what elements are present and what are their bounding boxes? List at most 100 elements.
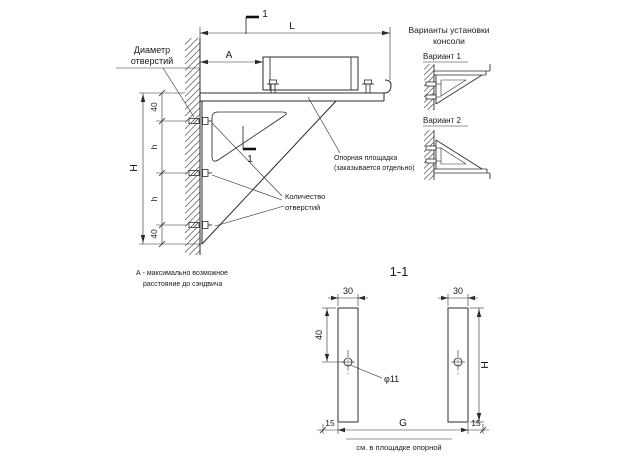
callout-leader bbox=[211, 174, 283, 201]
dim-tick bbox=[479, 426, 487, 434]
gusset-plate bbox=[201, 100, 337, 245]
section-footnote: см. в площадке опорной bbox=[346, 438, 452, 452]
wall-anchor bbox=[188, 117, 212, 125]
dim-h-lower-label: h bbox=[149, 196, 159, 201]
anchor-bolt bbox=[425, 145, 437, 151]
dim-L-label: L bbox=[289, 21, 295, 32]
hole-diameter-label-line2: отверстий bbox=[131, 56, 173, 66]
section-mark-label: 1 bbox=[262, 9, 268, 20]
arrow bbox=[255, 59, 263, 65]
arrow bbox=[331, 295, 338, 301]
section-cut-mark-top: 1 bbox=[245, 9, 268, 34]
arrow bbox=[476, 413, 482, 421]
variant1-label: Вариант 1 bbox=[423, 52, 461, 61]
gusset-cutout bbox=[440, 79, 467, 97]
variant2-drawing bbox=[423, 129, 491, 181]
dim-tick bbox=[158, 169, 166, 177]
arrow bbox=[324, 309, 330, 316]
dim-30-left: 30 bbox=[328, 286, 368, 306]
dim-H-section-label: H bbox=[479, 361, 491, 369]
dim-tick bbox=[158, 117, 166, 125]
main-elevation-view: Диаметр отверстий L A 1 bbox=[116, 9, 415, 288]
anchor-bolt bbox=[425, 158, 437, 164]
hole-diameter-callout: Диаметр отверстий bbox=[116, 45, 200, 118]
section-mark-label: 1 bbox=[247, 154, 253, 165]
dim-30-right-label: 30 bbox=[453, 286, 463, 296]
dim-30-right: 30 bbox=[438, 286, 478, 306]
callout-leader bbox=[211, 122, 283, 197]
dim-chain-vertical: 40 h h 40 bbox=[139, 89, 202, 248]
arrow bbox=[324, 354, 330, 361]
arrow bbox=[441, 295, 448, 301]
dim-H-section: H bbox=[470, 307, 491, 423]
dim-bottom: 15 G 15 bbox=[317, 418, 489, 434]
platform-callout: Опорная площадка (заказывается отдельно) bbox=[307, 96, 415, 172]
arrow bbox=[338, 427, 345, 433]
variant1-drawing bbox=[423, 63, 491, 111]
variant2-label: Вариант 2 bbox=[423, 116, 461, 125]
callout-leader bbox=[162, 67, 195, 118]
variant2-wall-hatch bbox=[423, 129, 435, 181]
arrow bbox=[358, 295, 365, 301]
hole-diameter-dim: φ11 bbox=[349, 364, 399, 384]
arrow bbox=[200, 59, 208, 65]
arrow bbox=[468, 295, 475, 301]
footnote-line1: А - максимально возможное bbox=[136, 270, 228, 277]
holes-count-callout: Количество отверстий bbox=[211, 122, 325, 227]
arrow bbox=[461, 427, 468, 433]
platform-callout-line1: Опорная площадка bbox=[334, 155, 397, 162]
platform-hook bbox=[383, 79, 392, 94]
variant1-wall-hatch bbox=[423, 63, 435, 111]
dim-A: A bbox=[200, 50, 263, 65]
dim-h-upper-label: h bbox=[149, 144, 159, 149]
dim-15-left-label: 15 bbox=[325, 418, 335, 428]
dim-40-top-label: 40 bbox=[149, 102, 159, 112]
dim-30-left-label: 30 bbox=[343, 286, 353, 296]
sandwich-pipe bbox=[262, 56, 359, 91]
footnote-line2: расстояние до сэндвича bbox=[143, 281, 223, 288]
dim-tick bbox=[158, 240, 166, 248]
dim-40-bottom-label: 40 bbox=[149, 229, 159, 239]
section-cut-mark-mid: 1 bbox=[242, 126, 256, 165]
platform-callout-line2: (заказывается отдельно) bbox=[334, 165, 415, 172]
hole-diameter-value: φ11 bbox=[384, 374, 399, 384]
clamp-bolt bbox=[267, 79, 279, 93]
section-left-plate bbox=[337, 307, 359, 423]
section-right-plate bbox=[447, 307, 469, 423]
variants-panel: Варианты установки консоли Вариант 1 Вар… bbox=[409, 25, 491, 181]
arrow bbox=[200, 30, 208, 36]
dim-40-label: 40 bbox=[314, 330, 324, 340]
variants-title-line1: Варианты установки bbox=[409, 25, 490, 35]
dim-tick bbox=[319, 426, 327, 434]
arrow bbox=[140, 94, 146, 102]
dim-H: H bbox=[128, 93, 146, 244]
dim-H-label: H bbox=[128, 164, 140, 172]
callout-leader bbox=[349, 364, 383, 379]
wall-anchor bbox=[188, 221, 212, 229]
hole-diameter-label-line1: Диаметр bbox=[134, 45, 170, 55]
dim-tick bbox=[158, 89, 166, 97]
anchor-bolt bbox=[425, 94, 437, 100]
section-title: 1-1 bbox=[390, 264, 409, 279]
dim-L: L bbox=[199, 21, 391, 80]
dim-A-label: A bbox=[226, 50, 233, 61]
section-view: 1-1 30 30 bbox=[314, 264, 491, 452]
callout-leader bbox=[307, 96, 341, 154]
dim-G-label: G bbox=[399, 418, 407, 429]
support-platform bbox=[200, 79, 392, 102]
footnote-main: А - максимально возможное расстояние до … bbox=[136, 270, 228, 288]
variants-title-line2: консоли bbox=[433, 36, 465, 46]
section-footnote-text: см. в площадке опорной bbox=[356, 443, 441, 452]
dim-15-right-label: 15 bbox=[471, 418, 481, 428]
anchor-bolt bbox=[425, 81, 437, 87]
wall-anchor bbox=[188, 169, 212, 177]
arrow bbox=[140, 235, 146, 243]
dim-40-section: 40 bbox=[314, 307, 344, 363]
holes-count-line2: отверстий bbox=[285, 203, 320, 212]
holes-count-line1: Количество bbox=[285, 192, 325, 201]
gusset-cutout bbox=[211, 111, 287, 162]
clamp-bolt bbox=[362, 79, 374, 93]
arrow bbox=[382, 30, 390, 36]
